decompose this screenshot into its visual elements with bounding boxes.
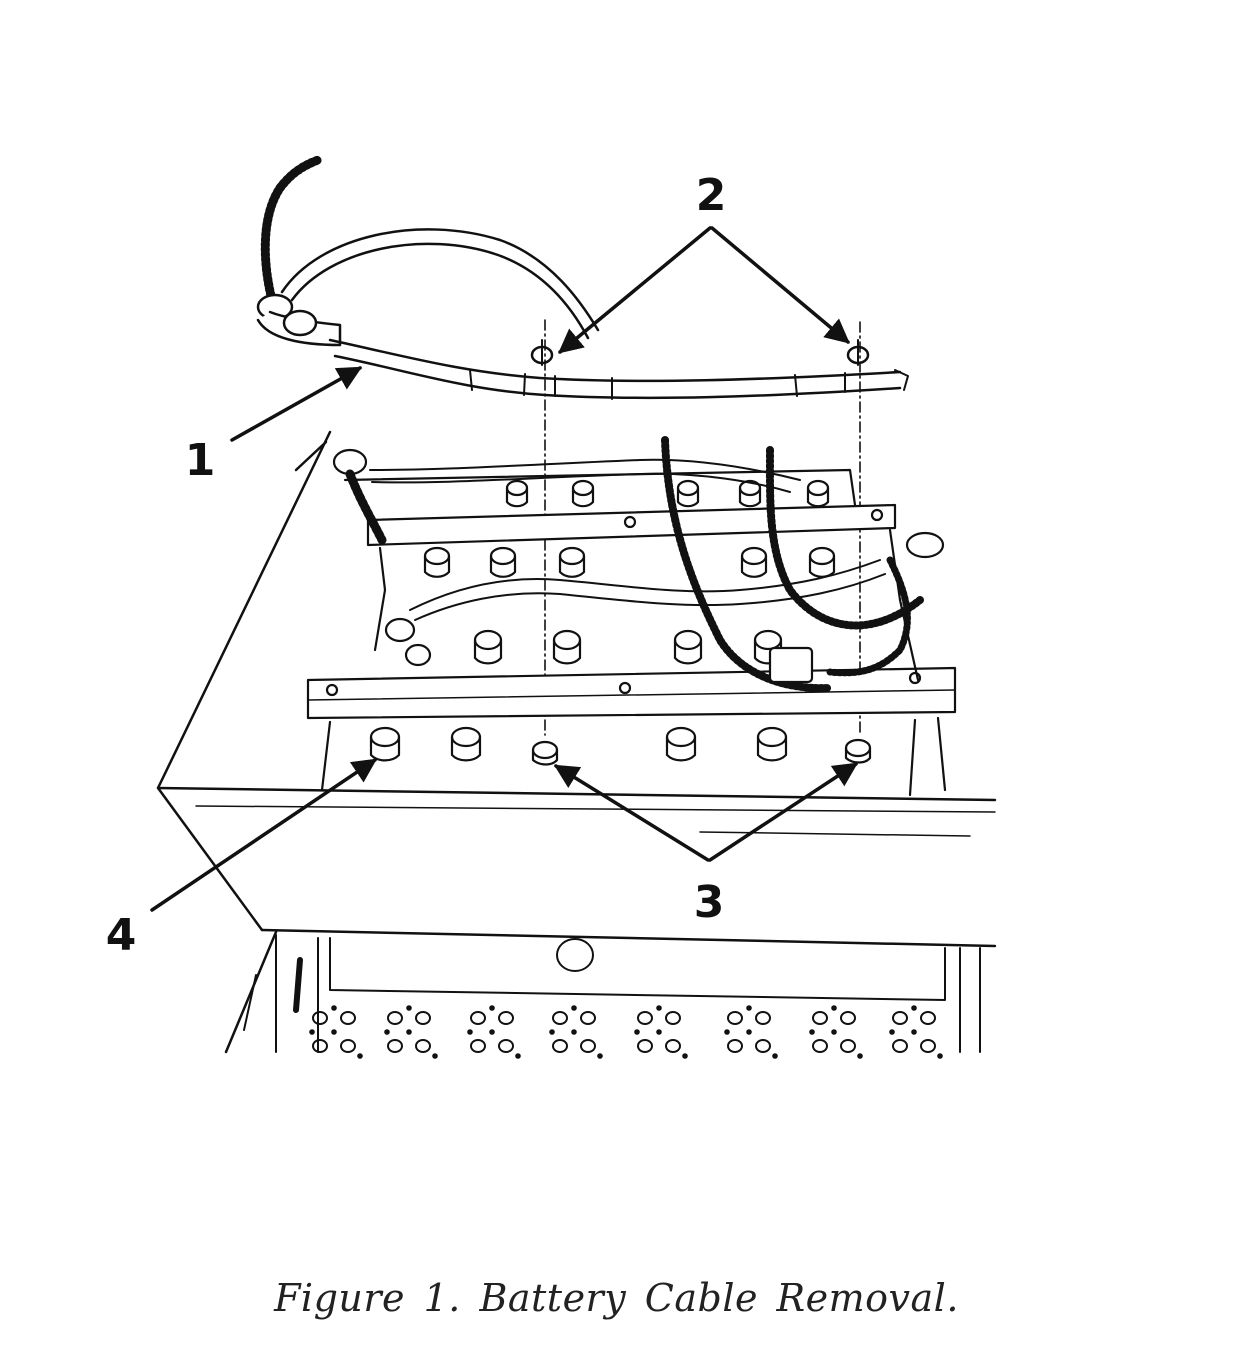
callout-4: 4 xyxy=(106,910,137,961)
perforation-dot xyxy=(911,1005,917,1011)
perforation-dot xyxy=(571,1029,577,1035)
perforation-dot xyxy=(724,1029,730,1035)
perforation-dot xyxy=(331,1005,337,1011)
perforation-dot xyxy=(831,1029,837,1035)
perforation-hole xyxy=(552,1011,568,1025)
terminal-post xyxy=(473,629,503,651)
perforation-hole xyxy=(665,1011,681,1025)
perforation-dot xyxy=(406,1029,412,1035)
perforation-hole xyxy=(498,1011,514,1025)
leader-3-right xyxy=(708,762,859,862)
perforation-dot xyxy=(746,1029,752,1035)
terminal-post xyxy=(571,479,595,497)
perforation-dot xyxy=(911,1029,917,1035)
terminal-post xyxy=(665,726,697,748)
perforation-hole xyxy=(387,1039,403,1053)
perforation-hole xyxy=(498,1039,514,1053)
callout-3: 3 xyxy=(694,877,725,928)
terminal-post xyxy=(676,479,700,497)
terminal-post xyxy=(489,546,517,566)
perforation-hole xyxy=(812,1011,828,1025)
perforation-hole xyxy=(920,1039,936,1053)
perforation-dot xyxy=(682,1053,688,1059)
perforation-dot xyxy=(937,1053,943,1059)
perforation-dot xyxy=(549,1029,555,1035)
terminal-post xyxy=(740,546,768,566)
terminal-post xyxy=(753,629,783,651)
perforation-hole xyxy=(840,1039,856,1053)
perforation-hole xyxy=(387,1011,403,1025)
leader-2-right xyxy=(710,226,850,344)
terminal-post xyxy=(673,629,703,651)
perforation-hole xyxy=(415,1011,431,1025)
perforation-dot xyxy=(515,1053,521,1059)
perforation-hole xyxy=(470,1039,486,1053)
perforation-dot xyxy=(489,1029,495,1035)
terminal-post xyxy=(552,629,582,651)
perforation-hole xyxy=(312,1011,328,1025)
terminal-post xyxy=(423,546,451,566)
perforation-dot xyxy=(597,1053,603,1059)
perforation-hole xyxy=(727,1011,743,1025)
perforation-dot xyxy=(656,1005,662,1011)
perforation-hole xyxy=(580,1039,596,1053)
perforation-dot xyxy=(406,1005,412,1011)
perforation-hole xyxy=(812,1039,828,1053)
perforation-dot xyxy=(746,1005,752,1011)
leader-lines xyxy=(150,226,859,912)
leader-4 xyxy=(150,758,378,912)
leader-1 xyxy=(230,366,363,442)
perforation-dot xyxy=(634,1029,640,1035)
terminal-post xyxy=(369,726,401,748)
figure-caption: Figure 1. Battery Cable Removal. xyxy=(274,1276,959,1320)
perforation-hole xyxy=(470,1011,486,1025)
perforation-hole xyxy=(415,1039,431,1053)
perforated-panel xyxy=(309,1005,943,1059)
perforation-dot xyxy=(357,1053,363,1059)
perforation-dot xyxy=(489,1005,495,1011)
perforation-hole xyxy=(637,1011,653,1025)
battery-box xyxy=(156,430,997,1054)
perforation-hole xyxy=(727,1039,743,1053)
callout-1: 1 xyxy=(185,435,216,486)
battery-cable-assembly xyxy=(256,155,909,400)
leader-3-left xyxy=(553,764,710,862)
perforation-hole xyxy=(755,1039,771,1053)
perforation-hole xyxy=(840,1011,856,1025)
perforation-hole xyxy=(340,1011,356,1025)
perforation-hole xyxy=(552,1039,568,1053)
terminal-post xyxy=(505,479,529,497)
perforation-dot xyxy=(809,1029,815,1035)
perforation-hole xyxy=(892,1011,908,1025)
terminal-post xyxy=(808,546,836,566)
terminal-post xyxy=(558,546,586,566)
perforation-hole xyxy=(892,1039,908,1053)
perforation-hole xyxy=(755,1011,771,1025)
perforation-dot xyxy=(831,1005,837,1011)
perforation-dot xyxy=(571,1005,577,1011)
terminal-post xyxy=(806,479,830,497)
terminal-post xyxy=(450,726,482,748)
perforation-dot xyxy=(384,1029,390,1035)
perforation-dot xyxy=(772,1053,778,1059)
perforation-hole xyxy=(665,1039,681,1053)
perforation-hole xyxy=(340,1039,356,1053)
perforation-hole xyxy=(312,1039,328,1053)
perforation-dot xyxy=(309,1029,315,1035)
perforation-dot xyxy=(331,1029,337,1035)
perforation-dot xyxy=(857,1053,863,1059)
battery-assembly xyxy=(306,436,957,797)
perforation-dot xyxy=(889,1029,895,1035)
perforation-hole xyxy=(920,1011,936,1025)
perforation-hole xyxy=(580,1011,596,1025)
perforation-dot xyxy=(467,1029,473,1035)
perforation-hole xyxy=(637,1039,653,1053)
perforation-dot xyxy=(432,1053,438,1059)
callout-2: 2 xyxy=(696,170,727,221)
perforation-dot xyxy=(656,1029,662,1035)
leader-2-left xyxy=(558,226,712,354)
terminal-post xyxy=(756,726,788,748)
